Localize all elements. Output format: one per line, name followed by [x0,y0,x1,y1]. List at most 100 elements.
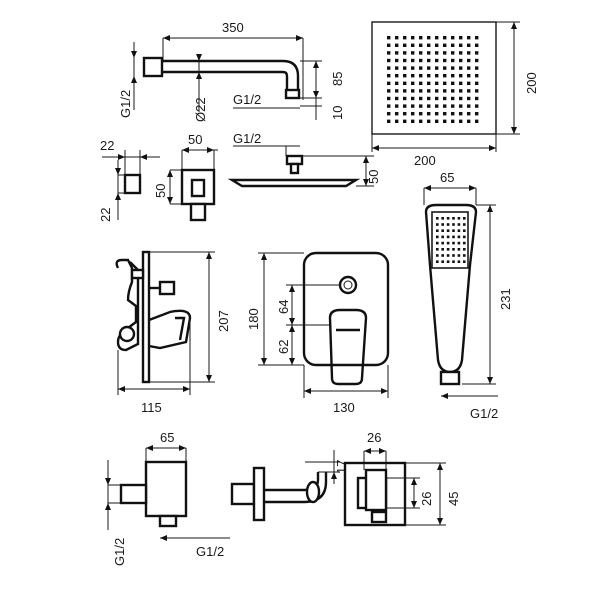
hand-nozzle-dot [452,241,455,245]
hand-nozzle-dot [436,254,439,257]
nozzle-dot [395,43,399,47]
hand-nozzle-dot [452,223,455,226]
nozzle-dot [395,66,399,70]
nozzle-dot [459,36,463,40]
nozzle-dot [435,74,439,78]
dim-hook-inner: 26 [419,492,434,506]
hand-nozzle-dot [457,248,461,251]
nozzle-dot [419,119,423,123]
nozzle-dot [427,104,431,108]
hand-nozzle-dot [436,235,439,239]
nozzle-dot [475,36,479,40]
nozzle-dot [387,89,391,93]
nozzle-dot [443,112,447,116]
hand-nozzle-dot [436,217,439,220]
nozzle-dot [427,112,431,116]
hand-nozzle-dot [436,260,439,263]
nozzle-dot [411,58,415,63]
nozzle-dot [435,104,439,108]
dim-arm-length: 350 [222,20,244,35]
nozzle-dot [443,119,447,123]
nozzle-dot [403,89,407,93]
nozzle-dot [475,104,479,108]
nozzle-dot [467,66,471,70]
nozzle-dot [435,96,439,101]
nozzle-dot [419,96,423,101]
hand-nozzle-dot [441,229,444,232]
hand-nozzle-dot [446,223,450,226]
nozzle-dot [395,119,399,123]
nozzle-dot [467,74,471,78]
nozzle-dot [435,43,439,47]
hand-nozzle-dot [457,254,461,257]
hand-nozzle-dot [457,223,461,226]
nozzle-dot [395,81,399,85]
hand-nozzle-dot [452,235,455,239]
hand-nozzle-dot [457,229,461,232]
nozzle-dot [419,112,423,116]
nozzle-dot [451,74,455,78]
nozzle-dot [411,96,415,101]
nozzle-dot [451,81,455,85]
nozzle-dot [387,104,391,108]
nozzle-dot [395,96,399,101]
hand-nozzle-dot [441,254,444,257]
nozzle-dot [459,74,463,78]
nozzle-dot [435,112,439,116]
dim-mixer-height: 207 [216,310,231,332]
nozzle-dot [427,51,431,55]
nozzle-dot [459,51,463,55]
dim-arm-diameter: Ø22 [193,97,208,122]
dim-arm-nozzle-len: 10 [330,106,345,120]
nozzle-dot [411,51,415,55]
dim-plate-upper: 64 [276,300,291,314]
nozzle-dot [435,51,439,55]
mixer-front-plate: 180 64 62 130 [246,251,390,415]
hand-nozzle-dot [446,260,450,263]
nozzle-dot [443,104,447,108]
nozzle-dot [419,74,423,78]
dim-plate-lower: 62 [276,340,291,354]
dim-holder-offset: 17 [334,460,349,474]
nozzle-dot [419,104,423,108]
hand-nozzle-dot [446,235,450,239]
nozzle-dot [467,119,471,123]
nozzle-dot [387,119,391,123]
nozzle-dot [451,96,455,101]
nozzle-dot [443,66,447,70]
nozzle-dot [443,36,447,40]
hand-nozzle-dot [436,223,439,226]
nozzle-dot [387,96,391,101]
nozzle-dot [411,74,415,78]
nozzle-dot [411,112,415,116]
nozzle-dot [427,66,431,70]
square-shower-head: 200 200 [371,21,539,168]
hand-nozzle-dot [436,248,439,251]
nozzle-dot [435,89,439,93]
nozzle-dot [451,51,455,55]
dim-flange-w: 22 [100,138,114,153]
nozzle-dot [435,81,439,85]
nozzle-dot [403,51,407,55]
nozzle-dot [427,81,431,85]
nozzle-dot [459,43,463,47]
nozzle-dot [451,119,455,123]
dim-hand-thread: G1/2 [470,406,498,421]
hand-nozzle-dot [457,235,461,239]
nozzle-dot [475,74,479,78]
nozzle-dot [451,104,455,108]
nozzle-dot [387,81,391,85]
nozzle-dot [395,104,399,108]
nozzle-dot [411,66,415,70]
nozzle-dot [451,43,455,47]
dim-hook-outer: 45 [446,492,461,506]
nozzle-dot [443,74,447,78]
nozzle-dot [395,74,399,78]
mixer-body: 115 207 [115,250,231,415]
nozzle-dot [435,58,439,63]
dim-elbow-w: 50 [188,132,202,147]
hand-nozzle-dot [446,217,450,220]
nozzle-dot [427,58,431,63]
nozzle-dot [411,89,415,93]
nozzle-dot [467,43,471,47]
